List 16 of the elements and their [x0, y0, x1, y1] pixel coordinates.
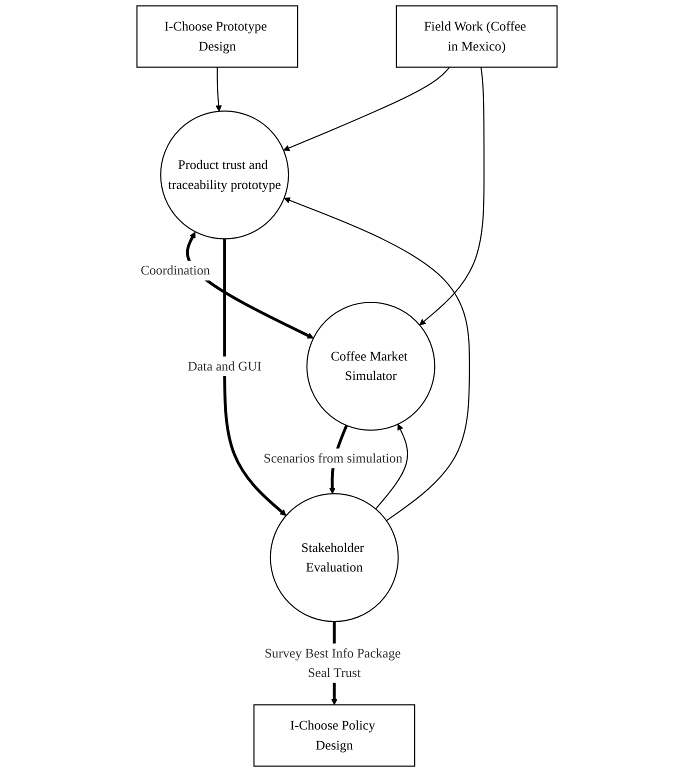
node-circle: Stakeholder Evaluation	[270, 493, 399, 622]
edge-label: Data and GUI	[188, 358, 262, 374]
edge-label: Survey Best Info Package Seal Trust	[264, 646, 401, 680]
node-circle: Coffee Market Simulator	[306, 302, 436, 431]
edge-label: Coordination	[140, 262, 210, 278]
edge-label: Scenarios from simulation	[264, 450, 402, 466]
arrow	[283, 66, 450, 152]
node-box: Field Work (Coffee in Mexico)	[396, 5, 558, 68]
arrow	[223, 238, 286, 516]
arrow	[284, 197, 470, 522]
node-box: I-Choose Policy Design	[253, 704, 416, 767]
arrow	[419, 67, 485, 326]
node-circle: Product trust and traceability prototype	[160, 110, 290, 240]
arrow	[215, 67, 222, 112]
node-box: I-Choose Prototype Design	[136, 5, 298, 68]
arrow	[375, 424, 408, 510]
